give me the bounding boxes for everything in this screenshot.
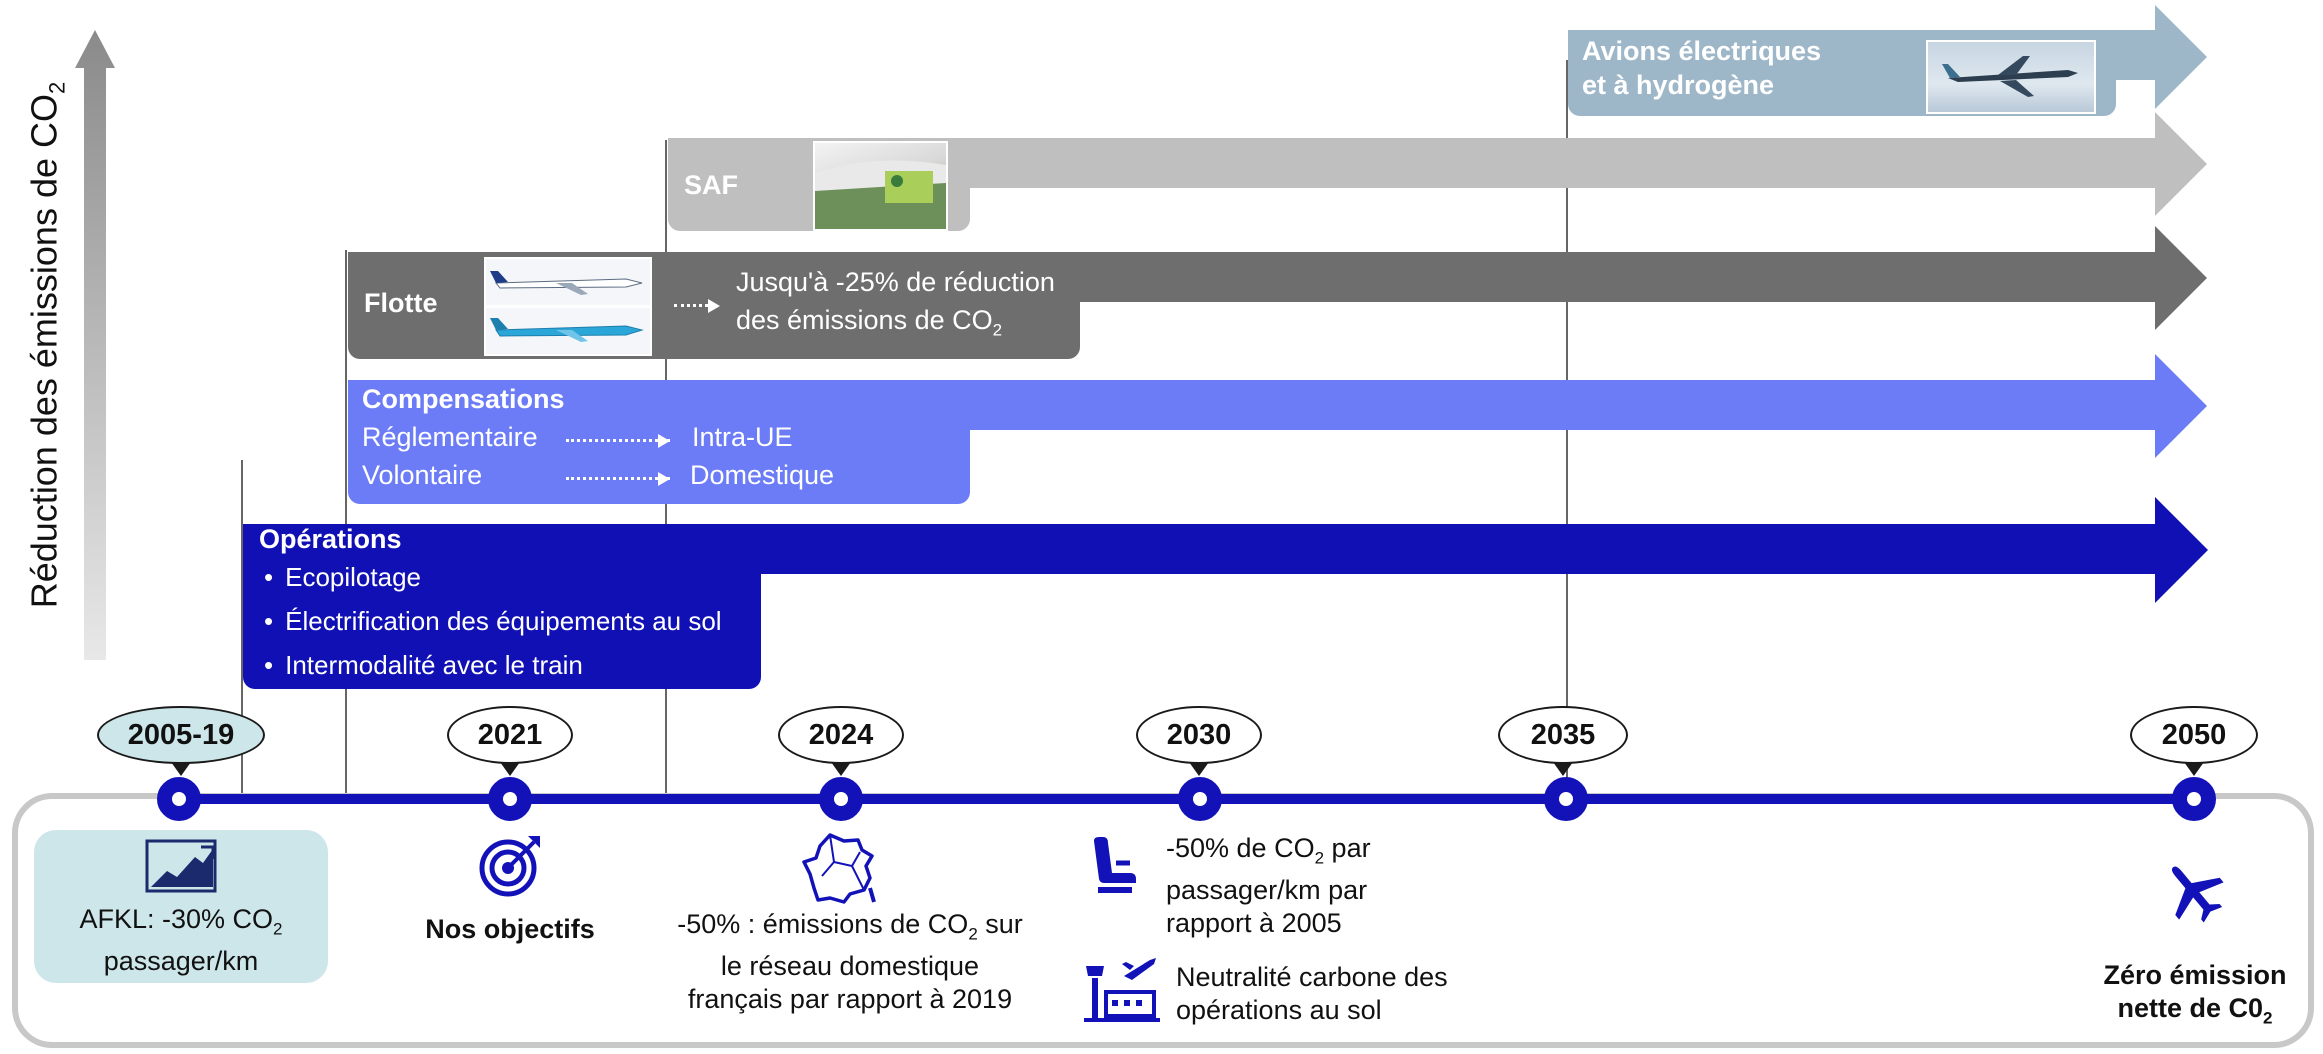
compensations-row1-left: Réglementaire [362, 422, 538, 452]
operations-band-head [2155, 497, 2208, 603]
electric-band-head [2155, 5, 2207, 109]
flotte-band-title: Flotte [364, 288, 438, 318]
guide-line-2021 [345, 250, 347, 795]
guide-line-2005 [241, 460, 243, 795]
timeline-frame [12, 793, 2314, 1048]
compensations-row2-arrowhead [658, 472, 670, 486]
airplane-icon [2160, 858, 2226, 924]
timeline-node-2035 [1544, 777, 1588, 821]
milestone-2030-text-a: -50% de CO2 par passager/km par rapport … [1166, 833, 1371, 939]
operations-band-box [243, 524, 761, 689]
axis-label: Réduction des émissions de CO2 [23, 81, 70, 609]
compensations-row2-right: Domestique [690, 460, 835, 490]
year-bubble-2030: 2030 [1136, 706, 1262, 776]
compensations-row1-right: Intra-UE [692, 422, 793, 452]
airline-seat-icon [1090, 835, 1138, 899]
operations-band-title: Opérations [259, 524, 402, 554]
milestone-2050-text: Zéro émission nette de C02 [2103, 960, 2287, 1028]
operations-item-2: Électrification des équipements au sol [264, 606, 722, 637]
timeline-node-2021 [488, 777, 532, 821]
timeline-node-2030 [1178, 777, 1222, 821]
saf-photo [813, 141, 948, 231]
operations-item-1: Ecopilotage [264, 562, 421, 593]
flotte-band-head [2155, 226, 2207, 330]
france-map-icon [800, 832, 878, 906]
reduction-axis-arrow [75, 30, 115, 660]
compensations-band-title: Compensations [362, 384, 565, 414]
timeline-node-2024 [819, 777, 863, 821]
saf-band-title: SAF [684, 170, 738, 200]
operations-item-3: Intermodalité avec le train [264, 650, 583, 681]
compensations-row1-dotted-arrow [566, 439, 670, 442]
milestone-2005-text: AFKL: -30% CO2 passager/km [79, 904, 283, 977]
electric-band-title: Avions électriques et à hydrogène [1582, 36, 1822, 100]
compensations-row1-arrowhead [658, 434, 670, 448]
control-tower-icon [1082, 956, 1162, 1024]
milestone-2030-text-b: Neutralité carbone des opérations au sol [1176, 962, 1448, 1025]
compensations-row2-left: Volontaire [362, 460, 483, 490]
target-icon [478, 832, 544, 898]
year-bubble-2035: 2035 [1498, 706, 1628, 776]
flotte-dotted-arrowhead [708, 299, 720, 313]
compensations-band-head [2155, 354, 2207, 458]
flotte-band-text: Jusqu'à -25% de réduction des émissions … [736, 267, 1055, 340]
milestone-2005-box [34, 830, 328, 983]
milestone-2024-text: -50% : émissions de CO2 sur le réseau do… [677, 909, 1023, 1015]
year-bubble-2005-19: 2005-19 [97, 706, 265, 776]
year-bubble-2021: 2021 [447, 706, 573, 776]
year-bubble-2050: 2050 [2130, 706, 2258, 776]
compensations-row2-dotted-arrow [566, 477, 670, 480]
milestone-2021-label: Nos objectifs [425, 914, 595, 944]
year-bubble-2024: 2024 [778, 706, 904, 776]
growth-chart-icon [145, 839, 217, 893]
timeline-node-2050 [2172, 777, 2216, 821]
timeline-node-2005-19 [157, 777, 201, 821]
fleet-photo-af [484, 257, 652, 307]
electric-aircraft-photo [1926, 40, 2096, 114]
flotte-dotted-arrow [674, 304, 708, 307]
saf-band-head [2155, 112, 2207, 216]
fleet-photo-kl [484, 306, 652, 356]
